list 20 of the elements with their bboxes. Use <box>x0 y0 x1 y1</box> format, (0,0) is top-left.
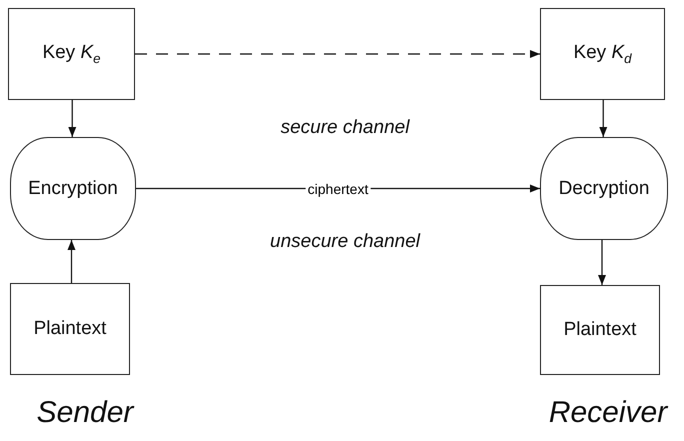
process-box <box>10 283 130 375</box>
arrow <box>598 240 606 285</box>
channel-label: unsecure channel <box>270 231 420 253</box>
node-label: Decryption <box>558 178 650 200</box>
channel-label: secure channel <box>280 117 410 139</box>
process-box <box>540 8 665 100</box>
node-label: Key K$_{d}$ <box>573 42 632 66</box>
arrow <box>68 240 76 283</box>
arrow <box>135 50 540 58</box>
party-label: Sender <box>36 396 134 430</box>
edge-label: ciphertext <box>306 180 370 196</box>
node-label: Plaintext <box>564 319 636 341</box>
node-label: Plaintext <box>34 318 106 340</box>
node-label: Key K$_{e}$ <box>42 42 101 66</box>
arrow <box>68 100 76 137</box>
node-label: Encryption <box>28 178 118 200</box>
arrow <box>599 100 608 137</box>
process-box <box>8 8 135 100</box>
process-box <box>540 285 660 375</box>
party-label: Receiver <box>548 396 668 430</box>
